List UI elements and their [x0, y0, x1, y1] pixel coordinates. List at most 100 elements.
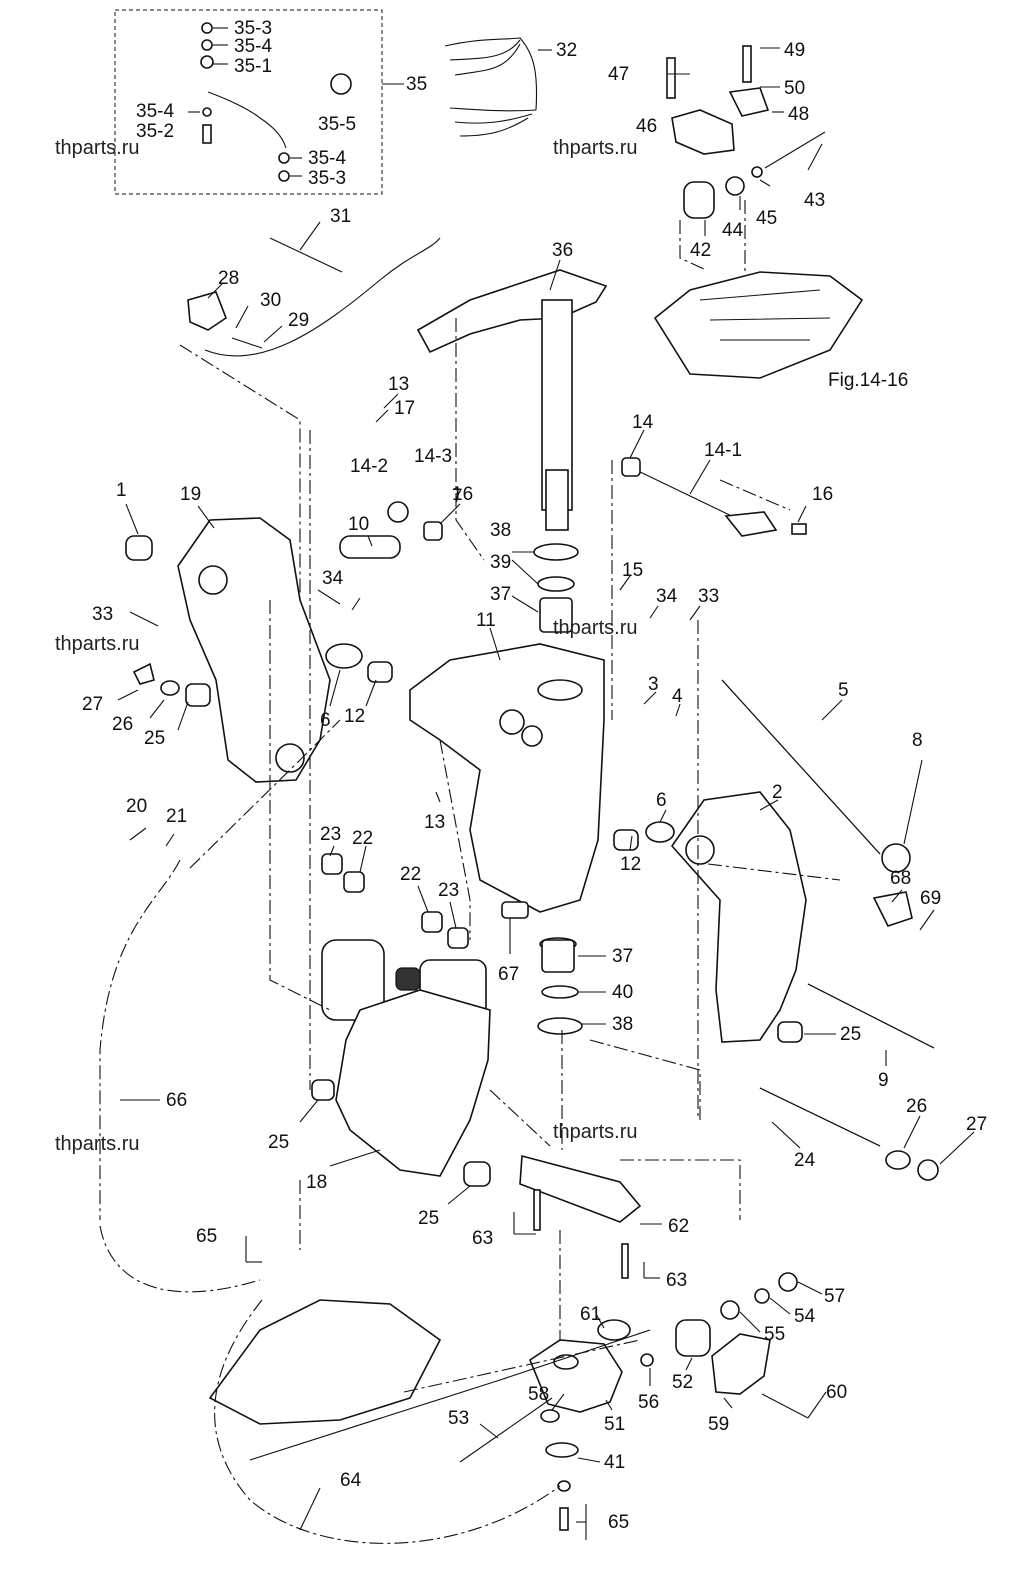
part-51-mount: [459, 1339, 623, 1531]
callout-label: 55: [764, 1324, 785, 1345]
assembly-lines: [99, 200, 841, 1544]
callout-label: 36: [552, 240, 573, 261]
callout-label: 25: [840, 1024, 861, 1045]
callout-label: 35-3: [234, 18, 272, 39]
callout-label: 25: [268, 1132, 289, 1153]
callout-label: 35-1: [234, 56, 272, 77]
callout-label: 2: [772, 782, 783, 803]
callout-label: 23: [320, 824, 341, 845]
callout-label: 46: [636, 116, 657, 137]
callout-label: 35-4: [308, 148, 346, 169]
callout-label: 12: [620, 854, 641, 875]
callout-label: 22: [400, 864, 421, 885]
callout-label: 59: [708, 1414, 729, 1435]
callout-label: 47: [608, 64, 629, 85]
callout-label: 63: [472, 1228, 493, 1249]
callout-label: 35-4: [136, 101, 174, 122]
watermarks: thparts.ru thparts.ru thparts.ru thparts…: [55, 137, 637, 1155]
callout-label: 7: [452, 486, 463, 507]
part-62-plate: [519, 1154, 642, 1279]
callout-label: 69: [920, 888, 941, 909]
callout-label: 43: [804, 190, 825, 211]
callout-label: 16: [452, 484, 473, 505]
callout-label: 31: [330, 206, 351, 227]
watermark-text: thparts.ru: [55, 1133, 139, 1155]
watermark-text: thparts.ru: [55, 137, 139, 159]
callout-labels: 35-3 35-4 35-1 35-4 35-2 35-5 35-4 35-3 …: [82, 18, 987, 1533]
callout-label: 34: [322, 568, 344, 589]
callout-label: 14-3: [414, 446, 452, 467]
callout-label: 65: [608, 1512, 629, 1533]
callout-label: 67: [498, 964, 519, 985]
stack-38-39-37: [533, 543, 583, 1035]
callout-leaders: [117, 27, 975, 1540]
callout-label: 54: [794, 1306, 816, 1327]
callout-label: 14-2: [350, 456, 388, 477]
callout-label: 12: [344, 706, 365, 727]
callout-label: 33: [92, 604, 113, 625]
callout-label: 14-1: [704, 440, 742, 461]
upper-mount-group: [653, 45, 864, 379]
callout-label: 24: [794, 1150, 816, 1171]
callout-label: 64: [340, 1470, 362, 1491]
callout-label: 5: [838, 680, 849, 701]
callout-label: 25: [144, 728, 165, 749]
callout-label: 4: [672, 686, 683, 707]
callout-label: 63: [666, 1270, 687, 1291]
part-35-ground-lead: [200, 22, 404, 182]
callout-label: 39: [490, 552, 511, 573]
callout-label: 32: [556, 40, 577, 61]
callout-label: 25: [418, 1208, 439, 1229]
lower-pan: [208, 1299, 651, 1461]
callout-label: 27: [966, 1114, 987, 1135]
callout-label: 44: [722, 220, 744, 241]
callout-label: 21: [166, 806, 187, 827]
part-32-harness: [444, 37, 538, 137]
callout-label: 33: [698, 586, 719, 607]
callout-label: 37: [490, 584, 511, 605]
callout-label: 29: [288, 310, 309, 331]
callout-label: 66: [166, 1090, 187, 1111]
watermark-text: thparts.ru: [553, 1121, 637, 1143]
callout-label: 52: [672, 1372, 693, 1393]
part-2-clamp-bracket: [670, 791, 807, 1043]
callout-label: 68: [890, 868, 911, 889]
callout-label: 35-3: [308, 168, 346, 189]
callout-label: 9: [878, 1070, 889, 1091]
callout-label: 42: [690, 240, 711, 261]
callout-label: 17: [394, 398, 415, 419]
callout-label: 6: [320, 710, 331, 731]
callout-label: 18: [306, 1172, 327, 1193]
callout-label: 57: [824, 1286, 845, 1307]
callout-label: 27: [82, 694, 103, 715]
callout-label: 6: [656, 790, 667, 811]
callout-label: 49: [784, 40, 805, 61]
callout-label: 60: [826, 1382, 847, 1403]
callout-label: 37: [612, 946, 633, 967]
callout-label: 62: [668, 1216, 689, 1237]
callout-label: 56: [638, 1392, 659, 1413]
inset-box: [114, 9, 383, 195]
part-1-clamp-bracket: [177, 517, 331, 783]
callout-label: 16: [812, 484, 833, 505]
cable-31-group: [187, 237, 441, 357]
callout-label: 35-4: [234, 36, 272, 57]
callout-label: 38: [490, 520, 511, 541]
watermark-text: thparts.ru: [55, 633, 139, 655]
callout-label: 41: [604, 1452, 625, 1473]
callout-label: 8: [912, 730, 923, 751]
callout-label: 40: [612, 982, 633, 1003]
callout-label: 13: [424, 812, 445, 833]
callout-label: 34: [656, 586, 678, 607]
callout-label: 15: [622, 560, 643, 581]
callout-label: 30: [260, 290, 281, 311]
callout-label: 10: [348, 514, 369, 535]
callout-label: 22: [352, 828, 373, 849]
callout-label: 45: [756, 208, 777, 229]
callout-label: 19: [180, 484, 201, 505]
callout-label: 65: [196, 1226, 217, 1247]
callout-label: 38: [612, 1014, 633, 1035]
callout-label: 50: [784, 78, 805, 99]
callout-label: 35-5: [318, 114, 356, 135]
